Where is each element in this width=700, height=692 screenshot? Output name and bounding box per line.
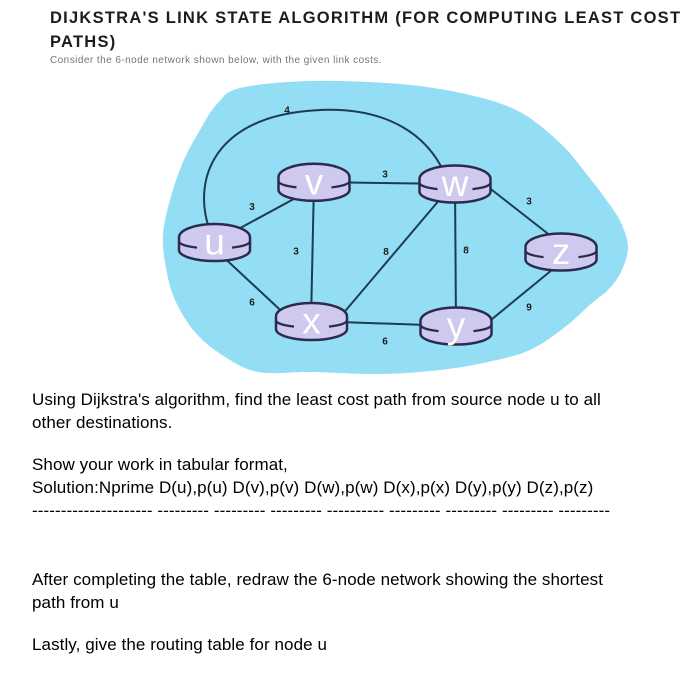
svg-text:u: u xyxy=(204,222,225,263)
svg-text:3: 3 xyxy=(293,247,299,258)
svg-text:x: x xyxy=(302,301,321,342)
svg-text:z: z xyxy=(552,231,571,272)
svg-text:4: 4 xyxy=(284,106,290,117)
svg-text:w: w xyxy=(441,163,469,204)
svg-text:9: 9 xyxy=(526,303,532,314)
svg-text:v: v xyxy=(305,161,324,202)
svg-text:y: y xyxy=(447,305,466,346)
svg-text:3: 3 xyxy=(382,170,388,181)
svg-text:3: 3 xyxy=(526,197,532,208)
svg-text:8: 8 xyxy=(463,246,469,257)
svg-text:6: 6 xyxy=(249,298,255,309)
svg-text:6: 6 xyxy=(382,337,388,348)
svg-text:8: 8 xyxy=(383,247,389,258)
svg-text:3: 3 xyxy=(249,202,255,213)
